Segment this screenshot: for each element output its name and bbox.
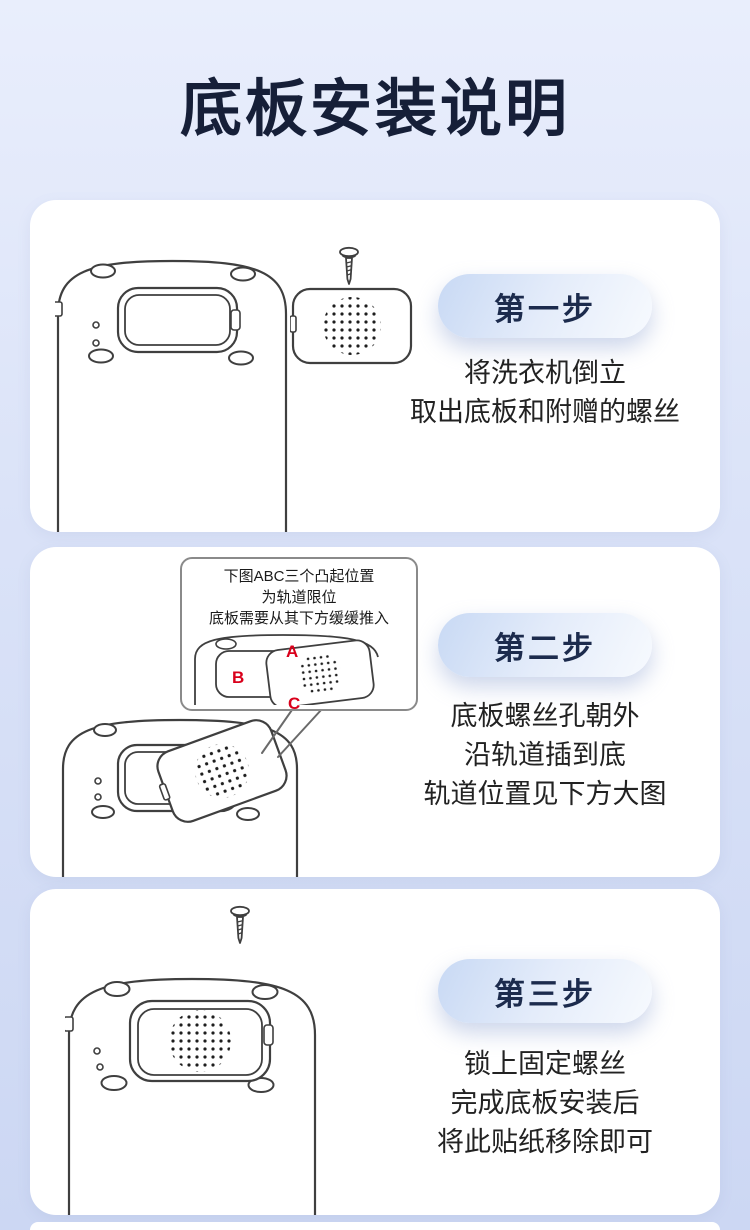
- washer-bottom-illustration-step3: [65, 977, 317, 1215]
- instruction-line: 取出底板和附赠的螺丝: [410, 397, 680, 427]
- washer-body-outline: [56, 259, 288, 532]
- callout-box: 下图ABC三个凸起位置 为轨道限位 底板需要从其下方缓缓推入: [180, 557, 418, 713]
- track-marker-c: C: [288, 694, 301, 713]
- foot: [230, 266, 256, 282]
- foot: [93, 723, 117, 737]
- plate-tab: [290, 315, 297, 333]
- detail-hole: [94, 777, 102, 785]
- track-detail-illustration: [194, 634, 379, 705]
- side-tab: [65, 1016, 74, 1032]
- detail-hole: [94, 793, 102, 801]
- foot: [103, 981, 131, 997]
- vent-holes: [169, 1010, 231, 1072]
- installed-plate-inner: [137, 1008, 263, 1076]
- page-title: 底板安装说明: [179, 75, 570, 144]
- step-card-1: 第一步 将洗衣机倒立 取出底板和附赠的螺丝: [30, 200, 720, 532]
- instruction-line: 沿轨道插到底: [464, 740, 626, 770]
- plate-recess-outer: [116, 286, 239, 354]
- instruction-line: 完成底板安装后: [450, 1088, 640, 1118]
- callout-line: 底板需要从其下方缓缓推入: [208, 610, 389, 627]
- track-marker-a: A: [286, 642, 299, 661]
- step-card-2: 下图ABC三个凸起位置 为轨道限位 底板需要从其下方缓缓推入: [30, 547, 720, 877]
- vent-holes: [299, 653, 341, 695]
- foot: [88, 348, 114, 364]
- recess-latch: [230, 309, 241, 331]
- screw-icon: [339, 246, 359, 285]
- instruction-line: 底板螺丝孔朝外: [450, 701, 640, 731]
- foot: [251, 984, 279, 1000]
- detail-hole: [92, 339, 100, 347]
- screw-icon: [230, 905, 250, 944]
- callout-text: 下图ABC三个凸起位置 为轨道限位 底板需要从其下方缓缓推入: [182, 566, 416, 629]
- step-card-3: 第三步 锁上固定螺丝 完成底板安装后 将此贴纸移除即可: [30, 889, 720, 1215]
- foot: [100, 1075, 128, 1091]
- detail-hole: [92, 321, 100, 329]
- next-section-peek: [30, 1222, 720, 1230]
- tilted-base-plate: [265, 639, 375, 705]
- instruction-line: 将洗衣机倒立: [464, 358, 626, 388]
- washer-bottom-illustration-step2: [61, 718, 299, 877]
- instruction-text: 锁上固定螺丝 完成底板安装后 将此贴纸移除即可: [385, 1045, 705, 1162]
- foot: [236, 807, 260, 821]
- instruction-line: 将此贴纸移除即可: [437, 1127, 653, 1157]
- vent-holes: [195, 744, 249, 798]
- callout-line: 为轨道限位: [261, 589, 337, 606]
- instruction-line: 轨道位置见下方大图: [423, 779, 667, 809]
- instruction-text: 将洗衣机倒立 取出底板和附赠的螺丝: [385, 354, 705, 432]
- step-badge: 第一步: [438, 274, 652, 338]
- washer-body-outline: [61, 718, 299, 877]
- detail-hole: [93, 1047, 101, 1055]
- foot: [90, 263, 116, 279]
- plate-recess-inner: [124, 294, 231, 346]
- instruction-line: 锁上固定螺丝: [464, 1049, 626, 1079]
- tilted-base-plate: [156, 719, 288, 823]
- side-tab: [55, 301, 63, 317]
- base-plate-illustration: [290, 287, 413, 365]
- foot: [215, 638, 237, 650]
- foot: [91, 805, 115, 819]
- step-badge: 第二步: [438, 613, 652, 677]
- vent-holes: [323, 297, 381, 355]
- step-badge: 第三步: [438, 959, 652, 1023]
- instruction-text: 底板螺丝孔朝外 沿轨道插到底 轨道位置见下方大图: [385, 697, 705, 814]
- callout-pointer: [261, 707, 323, 758]
- detail-hole: [96, 1063, 104, 1071]
- washer-body-outline: [67, 977, 317, 1215]
- washer-bottom-illustration-step1: [55, 259, 288, 532]
- callout-line: 下图ABC三个凸起位置: [223, 568, 375, 585]
- foot: [228, 350, 254, 366]
- recess-latch: [263, 1024, 274, 1046]
- plate-tab: [158, 783, 171, 801]
- track-marker-b: B: [232, 668, 245, 687]
